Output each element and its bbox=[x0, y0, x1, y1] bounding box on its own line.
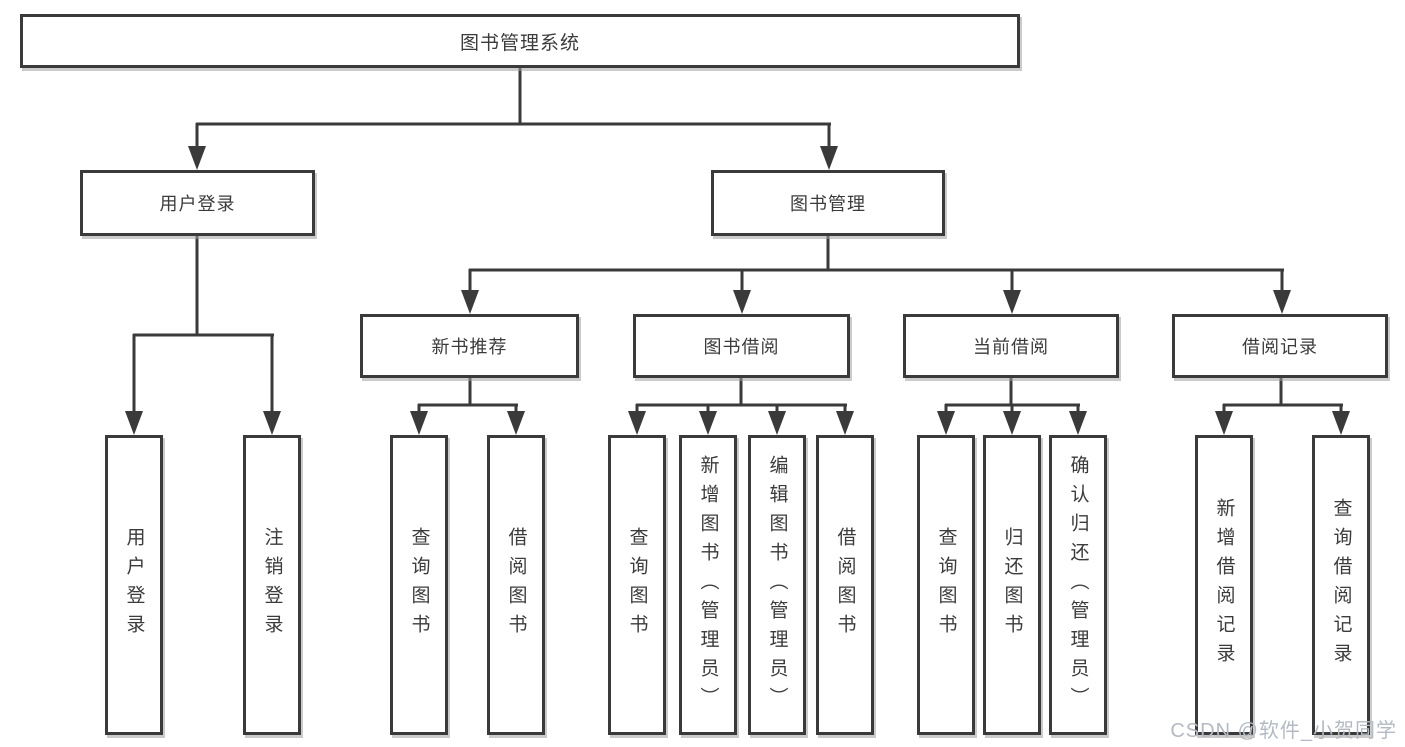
node-label: 借阅图书 bbox=[505, 527, 527, 643]
connector-line bbox=[468, 269, 472, 293]
connector-line bbox=[1010, 269, 1014, 293]
connector-arrow bbox=[1003, 290, 1021, 314]
connector-line bbox=[635, 404, 639, 416]
connector-line bbox=[468, 268, 1284, 272]
leaf-query-borrow-record: 查询借阅记录 bbox=[1312, 435, 1370, 735]
connector-arrow bbox=[820, 146, 838, 170]
connector-arrow bbox=[1069, 411, 1087, 435]
leaf-borrow-books-recommend: 借阅图书 bbox=[487, 435, 545, 735]
connector-arrow bbox=[699, 411, 717, 435]
node-user-login: 用户登录 bbox=[80, 170, 315, 236]
connector-line bbox=[514, 404, 518, 416]
leaf-query-books-recommend: 查询图书 bbox=[390, 435, 448, 735]
connector-line bbox=[195, 236, 199, 336]
connector-line bbox=[827, 123, 831, 151]
node-book-management: 图书管理 bbox=[711, 170, 945, 236]
connector-arrow bbox=[1215, 411, 1233, 435]
leaf-query-books-borrow: 查询图书 bbox=[608, 435, 666, 735]
connector-line bbox=[1280, 269, 1284, 293]
node-label: 新增图书（管理员） bbox=[697, 454, 719, 716]
leaf-logout: 注销登录 bbox=[243, 435, 301, 735]
connector-line bbox=[417, 404, 421, 416]
connector-line bbox=[706, 404, 710, 416]
node-label: 图书借阅 bbox=[703, 337, 780, 357]
csdn-watermark: CSDN @软件_小贺同学 bbox=[1170, 720, 1397, 742]
connector-line bbox=[132, 333, 274, 337]
node-label: 查询借阅记录 bbox=[1330, 498, 1352, 672]
leaf-add-books-admin: 新增图书（管理员） bbox=[679, 435, 737, 735]
connector-line bbox=[739, 377, 743, 406]
connector-line bbox=[740, 269, 744, 293]
connector-arrow bbox=[1003, 411, 1021, 435]
connector-line bbox=[417, 403, 518, 407]
connector-arrow bbox=[461, 290, 479, 314]
connector-line bbox=[944, 404, 948, 416]
connector-line bbox=[132, 334, 136, 416]
connector-line bbox=[826, 236, 830, 271]
node-label: 确认归还（管理员） bbox=[1067, 454, 1089, 716]
connector-line bbox=[1010, 404, 1014, 416]
connector-line bbox=[1279, 377, 1283, 406]
connector-line bbox=[775, 404, 779, 416]
connector-line bbox=[1339, 404, 1343, 416]
node-label: 当前借阅 bbox=[973, 337, 1049, 357]
connector-line bbox=[270, 334, 274, 416]
node-new-book-recommendation: 新书推荐 bbox=[360, 314, 579, 378]
connector-line bbox=[1222, 403, 1343, 407]
connector-arrow bbox=[507, 411, 525, 435]
node-label: 图书管理 bbox=[790, 194, 866, 214]
connector-arrow bbox=[263, 411, 281, 435]
node-label: 新书推荐 bbox=[431, 337, 508, 357]
connector-arrow bbox=[1273, 290, 1291, 314]
connector-arrow bbox=[125, 411, 143, 435]
connector-arrow bbox=[628, 411, 646, 435]
connector-arrow bbox=[768, 411, 786, 435]
node-library-management-system: 图书管理系统 bbox=[20, 14, 1020, 68]
node-label: 用户登录 bbox=[159, 194, 236, 214]
node-label: 归还图书 bbox=[1001, 527, 1023, 643]
connector-line bbox=[195, 122, 831, 126]
connector-line bbox=[195, 123, 199, 151]
node-label: 新增借阅记录 bbox=[1213, 498, 1235, 672]
leaf-add-borrow-record: 新增借阅记录 bbox=[1195, 435, 1253, 735]
node-label: 借阅图书 bbox=[834, 527, 856, 643]
connector-line bbox=[635, 403, 847, 407]
connector-line bbox=[1076, 404, 1080, 416]
node-label: 查询图书 bbox=[408, 527, 430, 643]
connector-arrow bbox=[188, 146, 206, 170]
connector-arrow bbox=[733, 290, 751, 314]
connector-line bbox=[1009, 377, 1013, 406]
node-label: 图书管理系统 bbox=[459, 32, 580, 54]
node-current-borrowing: 当前借阅 bbox=[903, 314, 1119, 378]
node-label: 编辑图书（管理员） bbox=[766, 454, 788, 716]
connector-line bbox=[518, 68, 522, 125]
connector-line bbox=[468, 377, 472, 406]
node-label: 注销登录 bbox=[261, 527, 283, 643]
connector-arrow bbox=[1332, 411, 1350, 435]
node-borrowing-records: 借阅记录 bbox=[1172, 314, 1388, 378]
connector-arrow bbox=[836, 411, 854, 435]
node-label: 查询图书 bbox=[626, 527, 648, 643]
node-label: 借阅记录 bbox=[1242, 337, 1318, 357]
connector-arrow bbox=[937, 411, 955, 435]
leaf-confirm-return-admin: 确认归还（管理员） bbox=[1049, 435, 1107, 735]
node-book-borrowing: 图书借阅 bbox=[633, 314, 850, 378]
node-label: 查询图书 bbox=[935, 527, 957, 643]
leaf-edit-books-admin: 编辑图书（管理员） bbox=[748, 435, 806, 735]
connector-line bbox=[1222, 404, 1226, 416]
leaf-return-books: 归还图书 bbox=[983, 435, 1041, 735]
leaf-user-login: 用户登录 bbox=[105, 435, 163, 735]
node-label: 用户登录 bbox=[123, 527, 145, 643]
leaf-query-books-current: 查询图书 bbox=[917, 435, 975, 735]
connector-arrow bbox=[410, 411, 428, 435]
leaf-borrow-books: 借阅图书 bbox=[816, 435, 874, 735]
connector-line bbox=[843, 404, 847, 416]
